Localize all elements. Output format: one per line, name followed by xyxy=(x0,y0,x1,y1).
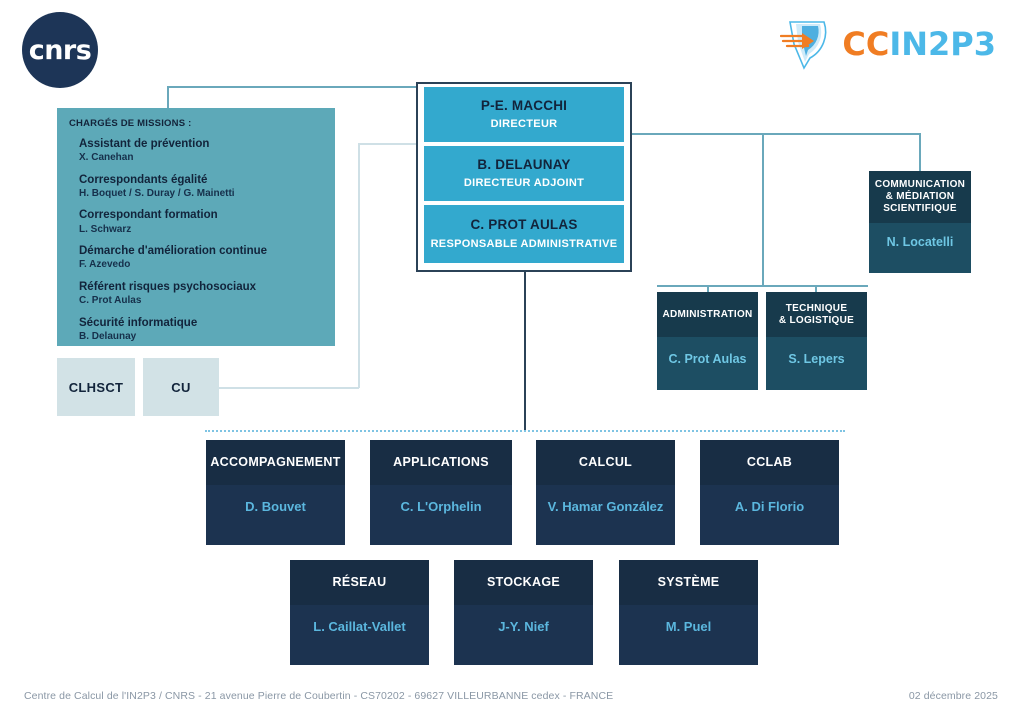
charges-title: CHARGÉS DE MISSIONS : xyxy=(69,118,192,129)
service-person: L. Caillat-Vallet xyxy=(290,605,429,665)
ccin2p3-cc-text: CC xyxy=(842,25,890,63)
deputy-director-name: B. DELAUNAY xyxy=(477,156,571,172)
service-person: V. Hamar González xyxy=(536,485,675,545)
charge-role: Correspondants égalité xyxy=(79,173,208,186)
service-box-systeme[interactable]: SYSTÈME M. Puel xyxy=(619,560,758,665)
services-dotted-separator xyxy=(205,430,845,432)
charge-role: Sécurité informatique xyxy=(79,316,198,329)
connector-cu-to-frame xyxy=(358,143,420,145)
connector-administration-drop xyxy=(707,285,709,292)
service-person: A. Di Florio xyxy=(700,485,839,545)
charge-person: L. Schwarz xyxy=(79,223,132,235)
charge-person: C. Prot Aulas xyxy=(79,295,142,307)
connector-communication-vertical xyxy=(919,133,921,171)
direction-box-responsable-administrative[interactable]: C. PROT AULAS RESPONSABLE ADMINISTRATIVE xyxy=(424,205,624,263)
charge-role: Référent risques psychosociaux xyxy=(79,280,257,293)
connector-technique-drop xyxy=(815,285,817,292)
charge-person: F. Azevedo xyxy=(79,259,131,271)
service-person: C. L'Orphelin xyxy=(370,485,512,545)
charge-item: Correspondant formation L. Schwarz xyxy=(79,209,323,236)
director-name: P-E. MACCHI xyxy=(480,97,568,113)
ccin2p3-logo: CCIN2P3 xyxy=(780,16,996,72)
connector-services-trunk xyxy=(524,272,526,430)
service-person: J-Y. Nief xyxy=(454,605,593,665)
connector-charges-vertical xyxy=(167,86,169,108)
footer-date: 02 décembre 2025 xyxy=(908,690,998,702)
service-title: RÉSEAU xyxy=(290,560,429,605)
connector-admin-trunk-vertical xyxy=(762,133,764,285)
connector-charges-horizontal xyxy=(167,86,420,88)
charge-item: Démarche d'amélioration continue F. Azev… xyxy=(79,245,323,272)
deputy-director-role: DIRECTEUR ADJOINT xyxy=(463,177,585,189)
unit-person: C. Prot Aulas xyxy=(657,337,758,390)
service-box-applications[interactable]: APPLICATIONS C. L'Orphelin xyxy=(370,440,512,545)
charge-item: Sécurité informatique B. Delaunay xyxy=(79,317,323,344)
service-title: CALCUL xyxy=(536,440,675,485)
connector-right-horizontal xyxy=(630,133,920,135)
service-box-accompagnement[interactable]: ACCOMPAGNEMENT D. Bouvet xyxy=(206,440,345,545)
charge-role: Correspondant formation xyxy=(79,209,218,222)
ccin2p3-in2p3-text: IN2P3 xyxy=(889,25,996,63)
charge-person: X. Canehan xyxy=(79,152,134,164)
unit-box-administration[interactable]: ADMINISTRATION C. Prot Aulas xyxy=(657,292,758,390)
footer-address: Centre de Calcul de l'IN2P3 / CNRS - 21 … xyxy=(24,690,614,702)
connector-cu-horizontal xyxy=(218,387,359,389)
connector-admin-horizontal xyxy=(657,285,868,287)
charge-item: Référent risques psychosociaux C. Prot A… xyxy=(79,281,323,308)
service-title: APPLICATIONS xyxy=(370,440,512,485)
charge-person: B. Delaunay xyxy=(79,330,137,342)
director-role: DIRECTEUR xyxy=(490,118,558,130)
charge-role: Assistant de prévention xyxy=(79,138,210,150)
admin-manager-role: RESPONSABLE ADMINISTRATIVE xyxy=(430,237,618,250)
unit-title: ADMINISTRATION xyxy=(657,292,758,337)
committee-label: CU xyxy=(171,379,191,395)
direction-box-directeur-adjoint[interactable]: B. DELAUNAY DIRECTEUR ADJOINT xyxy=(424,146,624,201)
unit-box-technique-logistique[interactable]: TECHNIQUE & LOGISTIQUE S. Lepers xyxy=(766,292,867,390)
cnrs-logo: cnrs xyxy=(22,12,98,88)
charge-person: H. Boquet / S. Duray / G. Mainetti xyxy=(79,187,235,199)
service-title: SYSTÈME xyxy=(619,560,758,605)
unit-person: N. Locatelli xyxy=(869,223,971,273)
service-title: STOCKAGE xyxy=(454,560,593,605)
committee-label: CLHSCT xyxy=(68,379,124,395)
charge-role: Démarche d'amélioration continue xyxy=(79,245,268,258)
unit-title: COMMUNICATION & MÉDIATION SCIENTIFIQUE xyxy=(869,171,971,223)
unit-title: TECHNIQUE & LOGISTIQUE xyxy=(766,292,867,337)
admin-manager-name: C. PROT AULAS xyxy=(470,217,578,233)
committee-box-cu[interactable]: CU xyxy=(143,358,219,416)
charges-de-missions-panel: CHARGÉS DE MISSIONS : Assistant de préve… xyxy=(57,108,335,346)
service-person: D. Bouvet xyxy=(206,485,345,545)
cnrs-wordmark: cnrs xyxy=(28,34,92,66)
charge-item: Correspondants égalité H. Boquet / S. Du… xyxy=(79,174,323,201)
service-title: CCLAB xyxy=(700,440,839,485)
committee-box-clhsct[interactable]: CLHSCT xyxy=(57,358,135,416)
service-box-cclab[interactable]: CCLAB A. Di Florio xyxy=(700,440,839,545)
connector-cu-vertical xyxy=(358,143,360,388)
ccin2p3-mark-icon xyxy=(780,18,838,70)
direction-box-directeur[interactable]: P-E. MACCHI DIRECTEUR xyxy=(424,87,624,142)
service-box-stockage[interactable]: STOCKAGE J-Y. Nief xyxy=(454,560,593,665)
unit-person: S. Lepers xyxy=(766,337,867,390)
service-box-reseau[interactable]: RÉSEAU L. Caillat-Vallet xyxy=(290,560,429,665)
service-person: M. Puel xyxy=(619,605,758,665)
ccin2p3-wordmark: CCIN2P3 xyxy=(842,28,996,60)
service-title: ACCOMPAGNEMENT xyxy=(206,440,345,485)
service-box-calcul[interactable]: CALCUL V. Hamar González xyxy=(536,440,675,545)
unit-box-communication[interactable]: COMMUNICATION & MÉDIATION SCIENTIFIQUE N… xyxy=(869,171,971,273)
charge-item: Assistant de prévention X. Canehan xyxy=(79,138,323,165)
